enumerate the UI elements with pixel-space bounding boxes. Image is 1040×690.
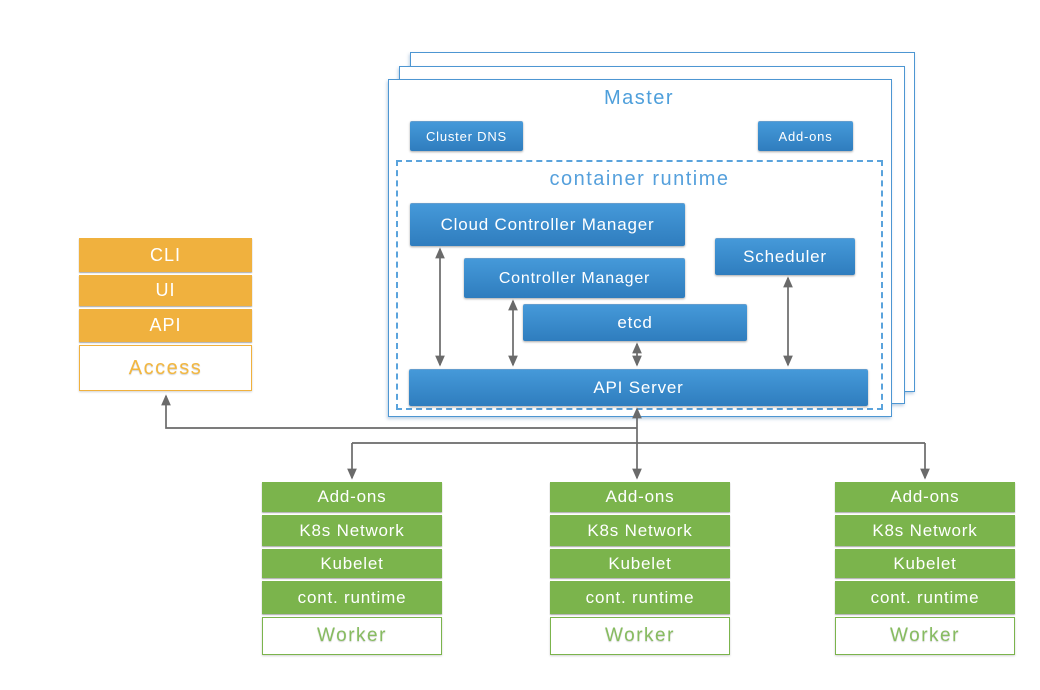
worker1-base-box: Worker xyxy=(262,617,442,655)
worker-stack-2: Add-ons K8s Network Kubelet cont. runtim… xyxy=(550,482,730,655)
worker2-layer-addons: Add-ons xyxy=(550,482,730,512)
worker3-base-box: Worker xyxy=(835,617,1015,655)
master-title: Master xyxy=(603,87,675,109)
access-base-box: Access xyxy=(79,345,252,391)
worker1-layer-k8s-network: K8s Network xyxy=(262,515,442,546)
worker2-layer-k8s-network: K8s Network xyxy=(550,515,730,546)
worker1-layer-cont-runtime: cont. runtime xyxy=(262,581,442,614)
access-layer-cli: CLI xyxy=(79,238,252,272)
worker-stack-1: Add-ons K8s Network Kubelet cont. runtim… xyxy=(262,482,442,655)
cluster-dns-box: Cluster DNS xyxy=(410,121,523,151)
scheduler-box: Scheduler xyxy=(715,238,855,275)
worker3-layer-k8s-network: K8s Network xyxy=(835,515,1015,546)
worker3-layer-cont-runtime: cont. runtime xyxy=(835,581,1015,614)
worker-stack-3: Add-ons K8s Network Kubelet cont. runtim… xyxy=(835,482,1015,655)
cloud-controller-manager-box: Cloud Controller Manager xyxy=(410,203,685,246)
access-stack: CLI UI API Access xyxy=(79,238,252,391)
api-server-box: API Server xyxy=(409,369,868,406)
worker2-base-box: Worker xyxy=(550,617,730,655)
access-layer-api: API xyxy=(79,309,252,342)
worker3-layer-addons: Add-ons xyxy=(835,482,1015,512)
worker3-layer-kubelet: Kubelet xyxy=(835,549,1015,578)
worker1-layer-addons: Add-ons xyxy=(262,482,442,512)
master-addons-box: Add-ons xyxy=(758,121,853,151)
worker2-layer-cont-runtime: cont. runtime xyxy=(550,581,730,614)
container-runtime-title: container runtime xyxy=(549,168,730,190)
worker1-layer-kubelet: Kubelet xyxy=(262,549,442,578)
controller-manager-box: Controller Manager xyxy=(464,258,685,298)
etcd-box: etcd xyxy=(523,304,747,341)
access-layer-ui: UI xyxy=(79,275,252,306)
worker2-layer-kubelet: Kubelet xyxy=(550,549,730,578)
